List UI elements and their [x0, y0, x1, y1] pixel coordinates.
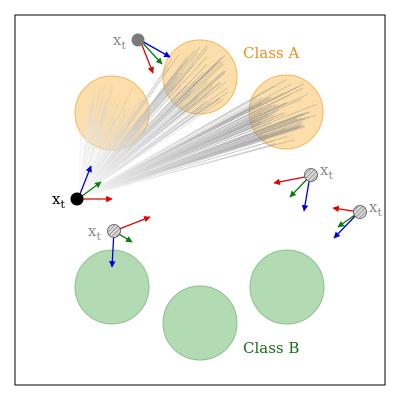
point-left-low: xt — [88, 216, 151, 268]
ray-line — [77, 114, 317, 199]
ray-line — [77, 55, 226, 199]
ray-line — [77, 119, 104, 199]
ray-line — [77, 97, 220, 199]
ray-line — [77, 99, 176, 199]
point-right-mid: xt — [273, 161, 333, 212]
class-b-label: Class B — [243, 339, 299, 357]
ray-line — [77, 125, 305, 199]
ray-line — [77, 85, 105, 199]
arrow-red — [273, 175, 311, 186]
ray-line — [77, 92, 284, 199]
point-label: xt — [320, 161, 333, 182]
ray-line — [77, 56, 208, 199]
ray-line — [77, 59, 172, 199]
point-label: xt — [88, 222, 101, 243]
faded-point-icon — [131, 33, 145, 47]
class-b-circle — [74, 249, 150, 325]
class-a-label: Class A — [243, 44, 299, 62]
arrow-green — [139, 39, 163, 65]
ray-line — [77, 101, 288, 199]
point-top: xt — [113, 31, 171, 74]
arrow-blue — [301, 175, 311, 212]
ray-line — [77, 131, 115, 199]
ray-line — [77, 85, 275, 199]
ray-line — [77, 111, 309, 199]
ray-line — [77, 53, 198, 199]
ray-line — [77, 119, 256, 199]
class-b-circle — [162, 285, 238, 361]
point-right-far: xt — [332, 198, 382, 239]
arrow-red — [139, 39, 154, 74]
point-label: xt — [52, 190, 65, 211]
ray-line — [77, 134, 268, 199]
ray-line — [77, 98, 224, 199]
point-active: xt — [52, 165, 113, 211]
arrow-blue — [139, 39, 171, 58]
ray-line — [77, 53, 180, 199]
ray-line — [77, 120, 263, 199]
ray-line — [77, 70, 227, 199]
point-label: xt — [369, 198, 382, 219]
ray-line — [77, 86, 101, 199]
ray-line — [77, 105, 83, 199]
ray-line — [77, 122, 272, 199]
ray-line — [77, 139, 295, 199]
ray-line — [77, 49, 208, 199]
active-point-icon — [70, 192, 84, 206]
class-b-circles — [74, 249, 325, 361]
ray-line — [77, 140, 275, 199]
point-label: xt — [113, 31, 126, 52]
attention-rays — [77, 45, 317, 199]
class-b-circle — [249, 249, 325, 325]
ray-line — [77, 64, 183, 199]
ray-line — [77, 93, 191, 199]
hatched-point-icon — [107, 224, 121, 238]
ray-line — [77, 81, 227, 199]
ray-line — [77, 94, 290, 199]
hatched-point-icon — [353, 205, 367, 219]
plot-frame — [14, 14, 386, 386]
hatched-point-icon — [304, 168, 318, 182]
ray-line — [77, 123, 261, 199]
ray-line — [77, 115, 91, 199]
ray-line — [77, 83, 292, 199]
